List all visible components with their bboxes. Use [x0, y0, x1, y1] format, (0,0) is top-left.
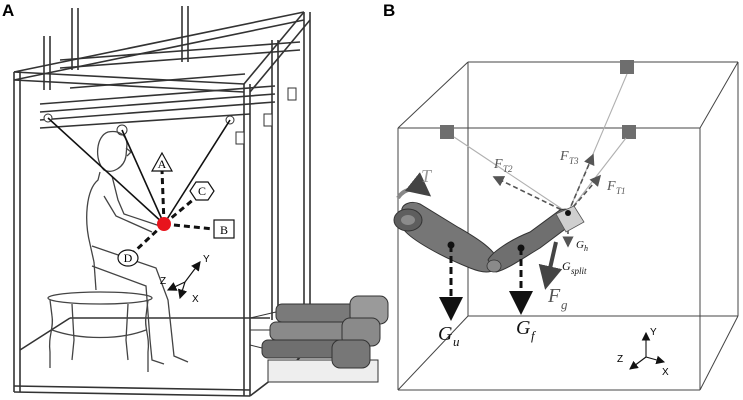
cable-anchors [440, 60, 636, 139]
label-gf: G f [516, 317, 537, 343]
label-gsplit: G split [562, 259, 587, 276]
axis-b-z: Z [617, 354, 623, 365]
label-gf-sub: f [531, 328, 537, 343]
cable-lines [453, 73, 628, 214]
cables [47, 117, 231, 225]
label-fg-sub: g [561, 297, 568, 312]
label-fg-main: F [547, 285, 561, 307]
label-ft3-sub: T3 [569, 156, 579, 166]
label-gu: G u [438, 323, 460, 349]
label-fg: F g [547, 285, 568, 312]
stool [47, 291, 153, 372]
callout-a: A [150, 151, 174, 172]
panel-a-letter: A [2, 1, 14, 20]
hand-marker [157, 217, 171, 231]
axis-b-y: Y [650, 327, 657, 338]
callout-d-label: D [124, 251, 133, 265]
axis-a-x: X [192, 294, 199, 305]
label-ft1-sub: T1 [616, 186, 626, 196]
axes-b [629, 331, 666, 370]
rehab-frame [13, 6, 311, 397]
fg-arrow [538, 241, 563, 290]
label-gh: G h [576, 239, 588, 253]
label-gsplit-main: G [562, 259, 571, 273]
axis-a-y: Y [203, 254, 210, 265]
panel-b-letter: B [383, 1, 395, 20]
label-ft2-sub: T2 [503, 164, 513, 174]
label-gh-main: G [576, 239, 584, 251]
label-ft2: F T2 [493, 157, 513, 174]
axes-a [166, 261, 201, 300]
label-ft1: F T1 [606, 179, 626, 196]
label-gsplit-sub: split [571, 266, 587, 276]
panel-a: A [2, 1, 389, 397]
callout-c: C [189, 181, 215, 201]
label-gf-main: G [516, 317, 531, 339]
panel-b: B [383, 1, 739, 391]
callout-b: B [213, 219, 235, 239]
callout-b-label: B [220, 223, 228, 237]
label-ft2-main: F [493, 157, 503, 172]
motor-units [249, 295, 389, 383]
torque-arrow [396, 172, 432, 200]
axis-a-z: Z [160, 276, 166, 287]
arm [393, 201, 585, 273]
torque-label: T [421, 166, 433, 186]
label-gu-main: G [438, 323, 453, 345]
label-gu-sub: u [453, 334, 460, 349]
label-gh-sub: h [584, 244, 588, 253]
label-ft3-main: F [559, 149, 569, 164]
axis-b-x: X [662, 367, 669, 378]
callout-a-label: A [158, 157, 167, 171]
callout-lines [132, 169, 215, 254]
gravity-arrows [439, 245, 533, 321]
label-ft1-main: F [606, 179, 616, 194]
callout-d: D [117, 249, 139, 267]
workspace-cube [397, 61, 739, 391]
label-ft3: F T3 [559, 149, 579, 166]
callout-c-label: C [198, 184, 206, 198]
